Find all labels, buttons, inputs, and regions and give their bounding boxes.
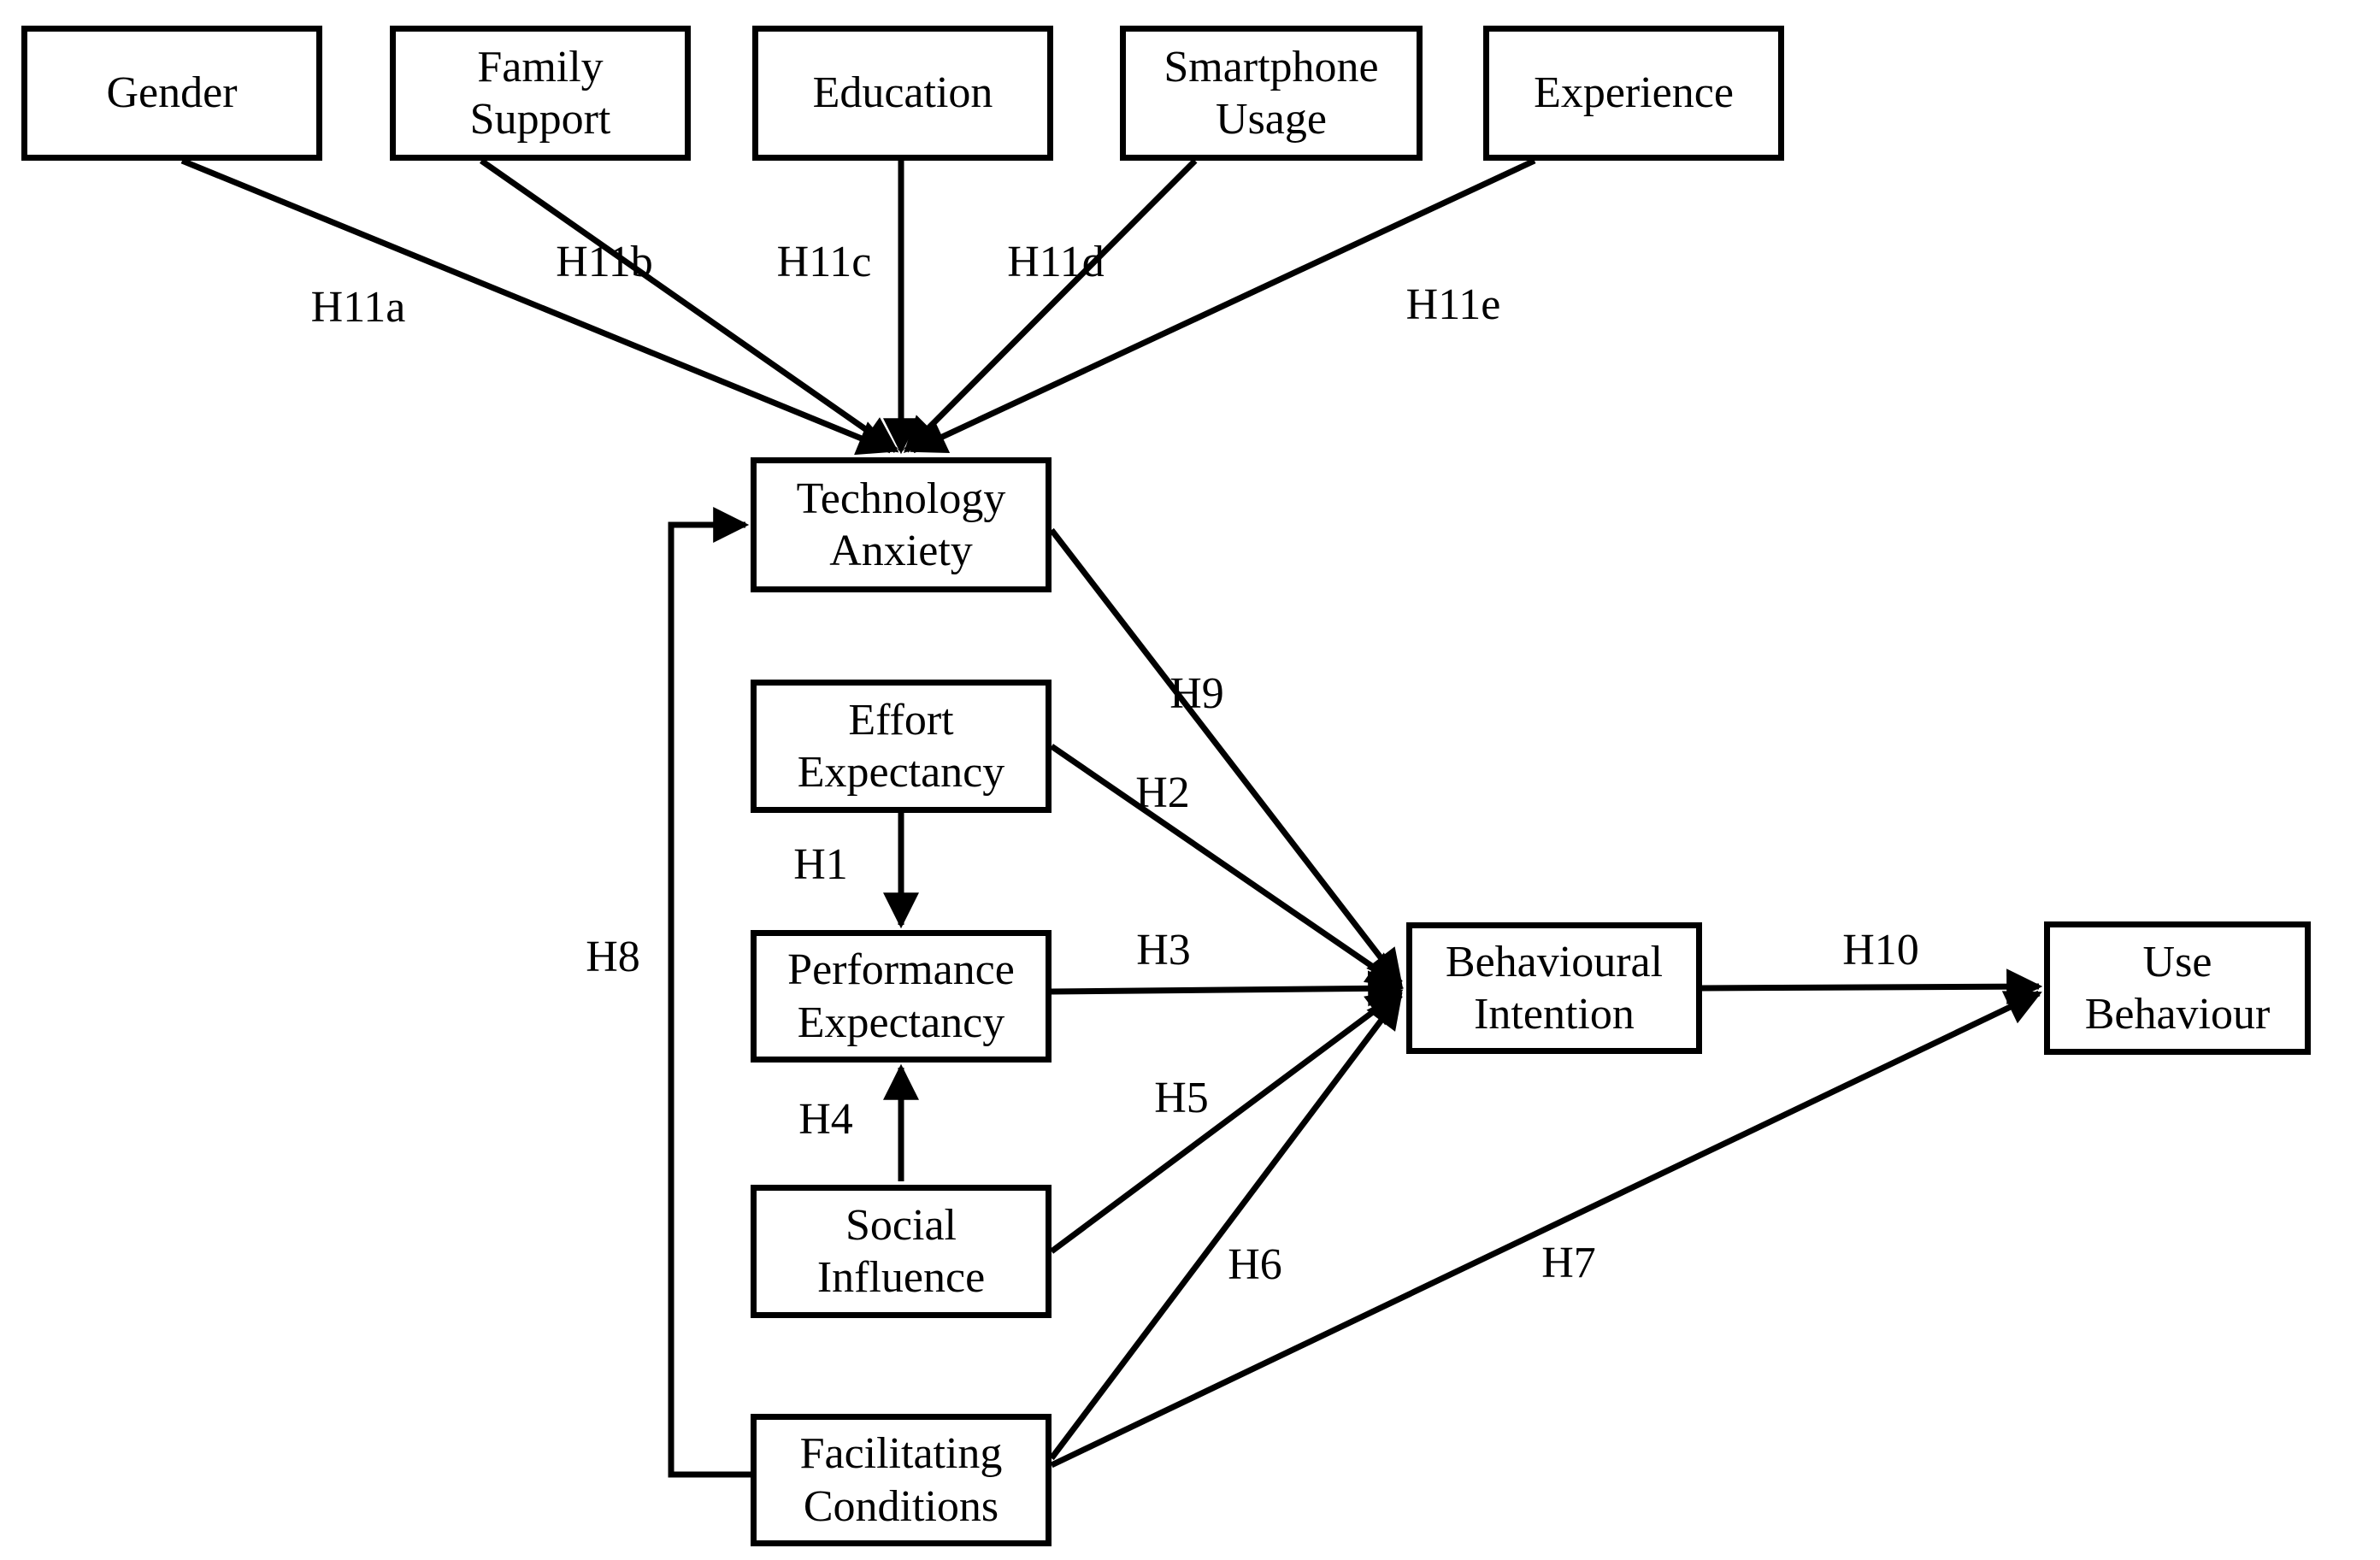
edge-label-h7: H7 (1541, 1239, 1596, 1287)
node-performance-expectancy: Performance Expectancy (751, 930, 1052, 1063)
edge-label-h11e: H11e (1405, 280, 1501, 329)
edge-label-h1: H1 (793, 840, 848, 889)
edge-h10-arrow (1701, 968, 2043, 1005)
edge-h7-arrow (1050, 990, 2042, 1469)
edge-h11d-arrow (904, 158, 1198, 453)
node-label-experience: Experience (1534, 68, 1734, 118)
edge-label-h2: H2 (1135, 768, 1190, 817)
edge-label-h9: H9 (1169, 669, 1224, 718)
edge-label-h11b: H11b (556, 238, 653, 286)
node-technology-anxiety: Technology Anxiety (751, 457, 1052, 592)
edge-label-h3: H3 (1136, 926, 1191, 974)
node-label-education: Education (812, 68, 993, 118)
edge-label-h11a: H11a (310, 283, 406, 332)
node-use-behaviour: Use Behaviour (2044, 921, 2311, 1055)
node-social-influence: Social Influence (751, 1185, 1052, 1318)
node-gender: Gender (21, 26, 322, 161)
edge-h2-arrow (1050, 744, 1404, 988)
edge-h11e-arrow (910, 157, 1536, 454)
node-label-technology-anxiety: Technology Anxiety (796, 474, 1006, 575)
edge-h5-arrow (1049, 989, 1404, 1254)
edge-h11a-arrow (180, 157, 894, 456)
node-label-performance-expectancy: Performance Expectancy (787, 945, 1015, 1047)
edge-h9-arrow (1049, 527, 1403, 986)
node-family-support: Family Support (390, 26, 691, 161)
node-behavioural-intention: Behavioural Intention (1406, 922, 1702, 1054)
node-label-use-behaviour: Use Behaviour (2084, 937, 2271, 1039)
node-label-gender: Gender (106, 68, 238, 118)
edge-label-h4: H4 (798, 1095, 853, 1144)
edge-label-h8: H8 (586, 933, 640, 981)
edge-h8-arrow (668, 507, 751, 1478)
edge-label-h5: H5 (1154, 1074, 1209, 1122)
edge-label-h6: H6 (1228, 1240, 1282, 1289)
node-label-facilitating-conditions: Facilitating Conditions (799, 1429, 1003, 1531)
node-effort-expectancy: Effort Expectancy (751, 680, 1052, 813)
edge-h3-arrow (1051, 970, 1405, 1007)
node-experience: Experience (1483, 26, 1784, 161)
edge-label-h10: H10 (1842, 926, 1919, 974)
node-education: Education (752, 26, 1053, 161)
node-smartphone-usage: Smartphone Usage (1120, 26, 1423, 161)
edge-h11b-arrow (479, 158, 899, 453)
node-label-family-support: Family Support (469, 42, 611, 144)
node-label-smartphone-usage: Smartphone Usage (1163, 42, 1379, 144)
edge-h6-arrow (1049, 992, 1403, 1461)
node-label-effort-expectancy: Effort Expectancy (797, 695, 1005, 797)
node-label-social-influence: Social Influence (816, 1200, 986, 1302)
node-label-behavioural-intention: Behavioural Intention (1445, 937, 1664, 1039)
node-facilitating-conditions: Facilitating Conditions (751, 1414, 1052, 1546)
edge-label-h11d: H11d (1007, 238, 1105, 286)
edge-label-h11c: H11c (776, 238, 872, 286)
